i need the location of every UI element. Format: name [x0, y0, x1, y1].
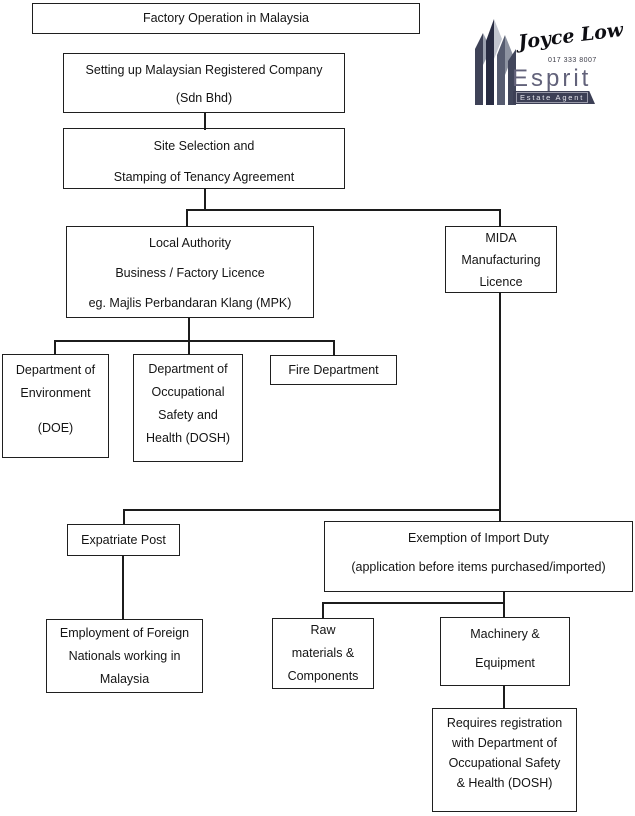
node-text-line: (DOE)	[37, 421, 74, 435]
node-site-selection: Site Selection and Stamping of Tenancy A…	[63, 128, 345, 189]
connector-line	[503, 591, 505, 603]
connector-line	[503, 685, 505, 709]
building-towers-icon	[475, 19, 516, 105]
node-text-line: Department of	[148, 362, 228, 376]
node-text-line: materials &	[291, 646, 355, 660]
node-text-line: Exemption of Import Duty	[407, 531, 550, 545]
node-text-line: Manufacturing	[461, 252, 541, 267]
node-text-line: Department of	[15, 363, 96, 377]
node-department-environment: Department of Environment (DOE)	[2, 354, 109, 458]
connector-line	[188, 317, 190, 341]
signature-text: Joyce Low	[517, 18, 625, 54]
node-text-line: Machinery &	[470, 627, 540, 641]
connector-line	[188, 340, 190, 355]
node-expatriate-post: Expatriate Post	[67, 524, 180, 556]
connector-line	[499, 292, 501, 510]
node-text-line: Environment	[20, 386, 91, 400]
node-local-authority: Local Authority Business / Factory Licen…	[66, 226, 314, 318]
connector-line	[499, 509, 501, 522]
connector-line	[122, 555, 124, 620]
node-text-line: Local Authority	[149, 236, 231, 250]
node-text-line: & Health (DOSH)	[456, 776, 553, 790]
connector-line	[333, 340, 335, 356]
node-text-line: Occupational	[151, 385, 225, 399]
node-text-line: Licence	[479, 274, 523, 289]
connector-line	[123, 509, 501, 511]
node-text-line: Employment of Foreign	[59, 625, 190, 640]
node-factory-operation: Factory Operation in Malaysia	[32, 3, 420, 34]
connector-line	[54, 340, 56, 355]
node-text-line: (application before items purchased/impo…	[351, 560, 606, 574]
node-machinery-equipment: Machinery & Equipment	[440, 617, 570, 686]
connector-line	[54, 340, 335, 342]
node-text-line: Equipment	[475, 656, 535, 670]
connector-line	[322, 602, 505, 604]
connector-line	[186, 209, 188, 227]
node-text-line: with Department of	[452, 736, 557, 750]
connector-line	[499, 209, 501, 227]
connector-line	[204, 113, 206, 130]
esprit-logo: Joyce Low 017 333 8007 Esprit Estate Age…	[470, 5, 635, 110]
node-text-line: Nationals working in	[68, 648, 181, 663]
tagline-banner: Estate Agent	[513, 91, 595, 104]
node-text-line: Occupational Safety	[448, 756, 561, 770]
brand-name: Esprit	[512, 65, 592, 92]
node-text-line: Fire Department	[288, 362, 379, 377]
node-text-line: Health (DOSH)	[145, 431, 231, 445]
connector-line	[322, 602, 324, 619]
tagline-text: Estate Agent	[516, 92, 589, 103]
node-text-line: Raw	[310, 623, 336, 637]
node-raw-materials: Raw materials & Components	[272, 618, 374, 689]
node-dosh-registration: Requires registration with Department of…	[432, 708, 577, 812]
node-import-duty-exemption: Exemption of Import Duty (application be…	[324, 521, 633, 592]
node-text-line: Requires registration	[446, 716, 563, 730]
node-text-line: Safety and	[158, 408, 218, 422]
node-text-line: Business / Factory Licence	[115, 266, 265, 280]
node-text-line: Setting up Malaysian Registered Company	[85, 63, 323, 77]
node-mida-licence: MIDA Manufacturing Licence	[445, 226, 557, 293]
node-text-line: eg. Majlis Perbandaran Klang (MPK)	[88, 296, 292, 310]
connector-line	[503, 602, 505, 618]
node-department-dosh: Department of Occupational Safety and He…	[133, 354, 243, 462]
node-text-line: Stamping of Tenancy Agreement	[113, 170, 295, 184]
connector-line	[123, 509, 125, 525]
node-text-line: Malaysia	[99, 671, 150, 686]
node-text-line: Site Selection and	[153, 139, 255, 153]
node-foreign-employment: Employment of Foreign Nationals working …	[46, 619, 203, 693]
node-text-line: Components	[287, 669, 359, 683]
node-fire-department: Fire Department	[270, 355, 397, 385]
connector-line	[204, 189, 206, 210]
node-text-line: Factory Operation in Malaysia	[142, 11, 310, 25]
connector-line	[186, 209, 501, 211]
phone-number: 017 333 8007	[548, 57, 597, 64]
node-company-setup: Setting up Malaysian Registered Company …	[63, 53, 345, 113]
node-text-line: Expatriate Post	[81, 532, 166, 547]
node-text-line: MIDA	[485, 230, 517, 245]
node-text-line: (Sdn Bhd)	[175, 91, 233, 105]
